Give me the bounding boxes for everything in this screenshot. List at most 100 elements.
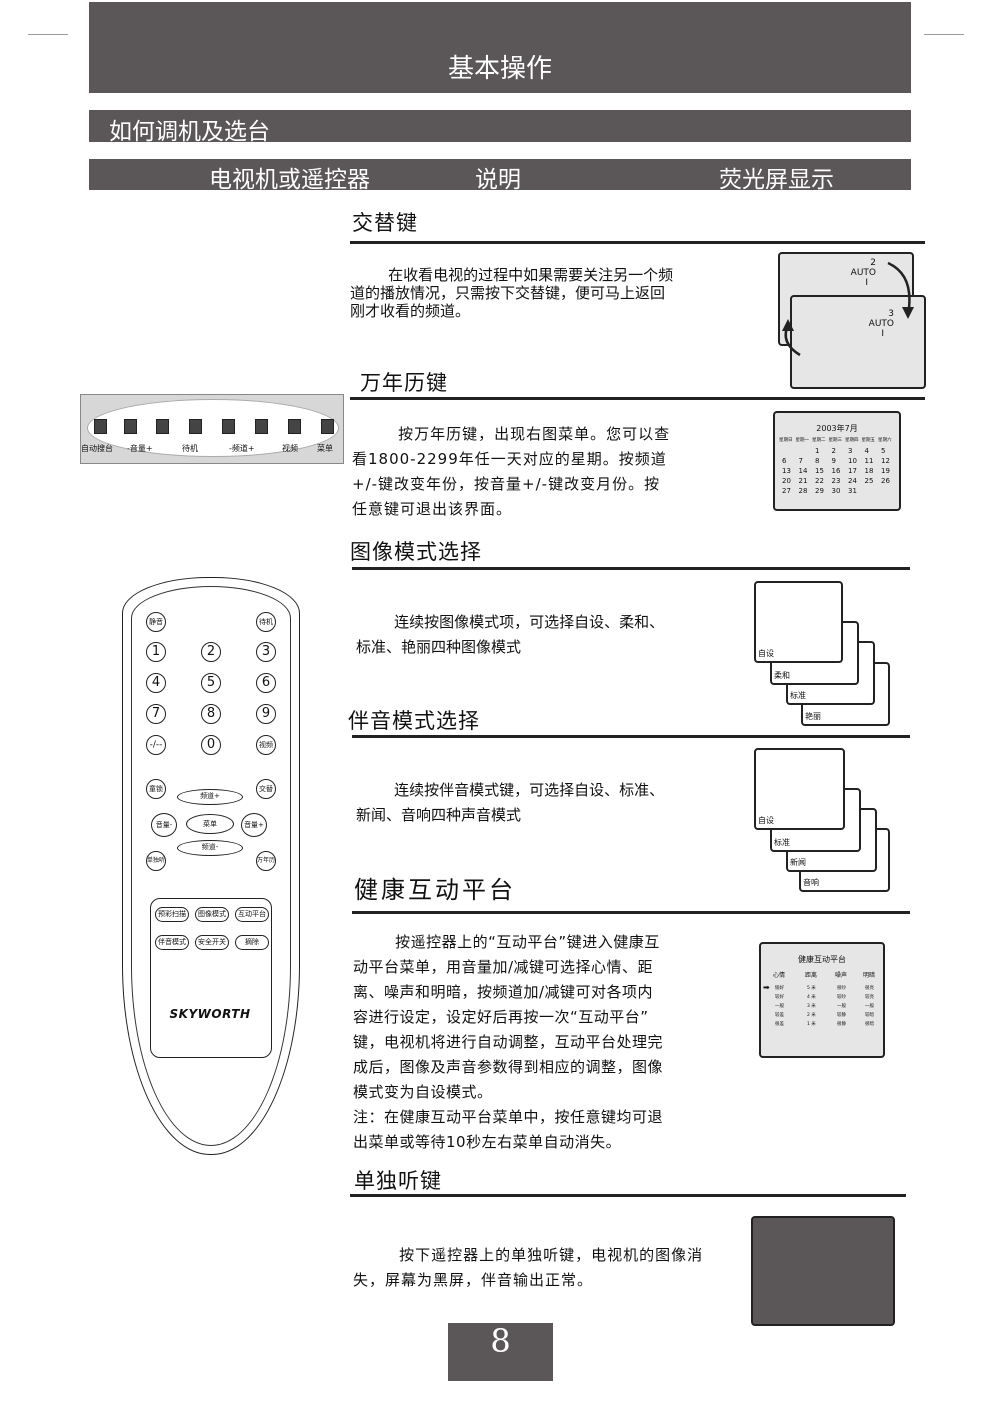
health-menu-cell: 较亮 [865,995,874,1000]
remote-digit-0[interactable]: 0 [201,735,221,755]
remote-solo-button[interactable]: 单独听 [146,851,166,871]
remote-calendar-button[interactable]: 万年历 [256,851,276,871]
remote-av-button[interactable]: 视频 [256,735,276,755]
calendar-month: 2003年7月 [816,424,858,433]
health-menu-cell: 一般 [865,1004,874,1009]
calendar-day: 26 [881,477,890,485]
swap-screen-2-line2: AUTO [868,319,894,329]
swap-screen-2: 3 AUTO I [790,295,926,389]
calendar-day: 12 [881,457,890,465]
calendar-day: 30 [831,487,841,495]
panel-button-8[interactable] [321,419,334,434]
panel-button-6[interactable] [255,419,268,434]
remote-func-2[interactable]: 图像模式 [195,907,229,922]
health-menu-cell: 一般 [775,1004,784,1009]
calendar-day: 21 [798,477,808,485]
calendar-day: 28 [798,487,808,495]
calendar-day: 6 [782,457,787,465]
solo-rule [350,1194,906,1197]
picture-mode-1: 自设 [758,649,774,658]
column-header: 电视机或遥控器 说明 荧光屏显示 [89,159,911,193]
remote-func-1[interactable]: 预彩扫描 [155,907,189,922]
health-menu-header: 明暗 [863,972,876,979]
calendar-weekday: 星期三 [828,438,843,443]
panel-label-autosearch: 自动搜台 [81,444,113,453]
panel-label-menu: 菜单 [317,444,333,453]
remote-digit-2[interactable]: 2 [201,642,221,662]
remote-channel-up-button[interactable]: 频道+ [177,789,243,805]
remote-func-3[interactable]: 互动平台 [235,907,269,922]
remote-digit-4[interactable]: 4 [146,673,166,693]
health-menu-cell: 很吵 [837,986,846,991]
health-menu-cell: 较静 [837,1013,846,1018]
remote-digit-9[interactable]: 9 [256,704,276,724]
crop-mark-left [28,34,68,35]
calendar-day: 1 [815,447,820,455]
calendar-rule [350,397,925,400]
panel-label-channel: -频道+ [229,444,255,453]
panel-button-7[interactable] [288,419,301,434]
calendar-day: 5 [881,447,886,455]
calendar-day: 19 [881,467,890,475]
panel-button-4[interactable] [189,419,202,434]
remote-func-5[interactable]: 安全开关 [195,935,229,950]
remote-standby-button[interactable]: 待机 [256,612,276,632]
swap-screen-2-line3: I [881,329,884,339]
remote-digit-3[interactable]: 3 [256,642,276,662]
sound-mode-3: 新闻 [790,858,806,867]
remote-volume-down-button[interactable]: 音量- [151,813,177,837]
remote-digit-7[interactable]: 7 [146,704,166,724]
column-tv-remote: 电视机或遥控器 [209,167,370,193]
calendar-weekday: 星期日 [779,438,793,443]
swap-text: 在收看电视的过程中如果需要关注另一个频 道的播放情况，只需按下交替键，便可马上返… [350,266,674,320]
panel-button-5[interactable] [222,419,235,434]
picture-screen-1: 自设 [754,581,843,663]
health-text: 按遥控器上的“互动平台”键进入健康互 动平台菜单，用音量加/减键可选择心情、距 … [353,933,664,1151]
health-menu-header: 心情 [773,972,786,979]
panel-button-2[interactable] [124,419,137,434]
remote-digit-1[interactable]: 1 [146,642,166,662]
health-menu-cell: 较差 [775,1013,784,1018]
health-menu-cell: 4 米 [807,995,816,1000]
remote-mute-button[interactable]: 静音 [146,612,166,632]
health-menu-cell: 很差 [775,1022,784,1027]
remote-digit-6[interactable]: 6 [256,673,276,693]
swap-arrows-icon [782,261,914,357]
health-menu-header: 距离 [805,972,818,979]
calendar-day: 7 [798,457,803,465]
swap-screen-1-line3: I [865,278,868,288]
remote-inner-outline [131,586,291,1146]
remote-swap-button[interactable]: 交替 [256,779,276,799]
remote-digit-dash[interactable]: -/-- [146,735,166,755]
health-menu-title: 健康互动平台 [798,955,846,964]
remote-digit-5[interactable]: 5 [201,673,221,693]
page-header: 基本操作 [89,2,911,93]
panel-label-volume: -音量+ [127,444,153,453]
remote-channel-down-button[interactable]: 频道- [177,840,243,856]
remote-lock-button[interactable]: 童锁 [146,779,166,799]
remote-func-4[interactable]: 伴音模式 [155,935,189,950]
remote-brand-logo: SKYWORTH [169,1007,251,1021]
remote-func-6[interactable]: 摘除 [235,935,269,950]
health-menu-cell: 2 米 [807,1013,816,1018]
sound-screen-1: 自设 [754,748,845,830]
page-number: 8 [448,1323,553,1381]
swap-screen-1-line2: AUTO [850,268,876,278]
calendar-weekday: 星期五 [861,438,876,443]
panel-label-standby: 待机 [182,444,198,453]
swap-title: 交替键 [352,211,418,235]
panel-button-1[interactable] [94,419,107,434]
section-header: 如何调机及选台 [89,110,911,145]
health-menu-header: 噪声 [835,972,848,979]
crop-mark-right [924,34,964,35]
calendar-title: 万年历键 [360,371,448,395]
calendar-text: 按万年历键，出现右图菜单。您可以查 看1800-2299年任一天对应的星期。按频… [352,425,671,518]
page-title: 基本操作 [447,54,552,84]
calendar-weekday: 星期一 [795,438,810,443]
panel-button-3[interactable] [156,419,169,434]
calendar-day: 18 [864,467,874,475]
calendar-day: 3 [848,447,853,455]
remote-menu-button[interactable]: 菜单 [186,814,234,834]
remote-volume-up-button[interactable]: 音量+ [241,813,267,837]
remote-digit-8[interactable]: 8 [201,704,221,724]
